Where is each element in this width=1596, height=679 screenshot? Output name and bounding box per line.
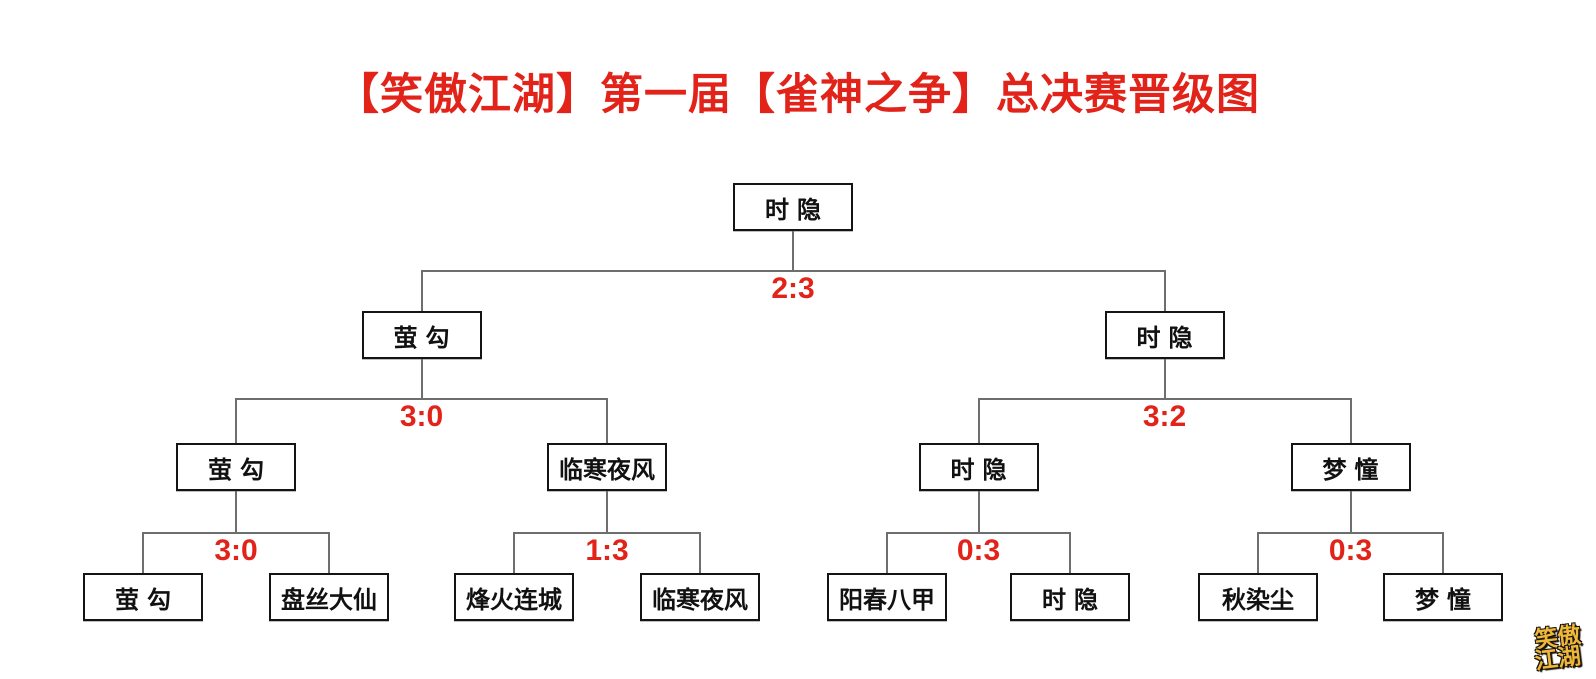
match-score: 3:0: [399, 400, 444, 433]
team-box: 阳春八甲: [827, 573, 947, 621]
connector-line: [235, 491, 237, 532]
connector-line: [513, 532, 515, 573]
connector-line: [606, 398, 608, 443]
connector-line: [143, 532, 329, 534]
connector-line: [886, 532, 888, 573]
team-box: 临寒夜风: [640, 573, 760, 621]
connector-line: [977, 398, 980, 443]
team-box: 烽火连城: [454, 573, 574, 621]
connector-line: [977, 491, 980, 532]
match-score: 1:3: [585, 534, 629, 567]
connector-line: [328, 532, 330, 573]
team-box: 萤勾: [83, 573, 203, 621]
connector-line: [421, 270, 1165, 272]
champion-box: 时隐: [733, 183, 853, 231]
page-title: 【笑傲江湖】第一届【雀神之争】总决赛晋级图: [336, 71, 1260, 119]
connector-line: [420, 359, 423, 398]
connector-line: [514, 532, 700, 534]
connector-line: [1257, 532, 1259, 573]
connector-line: [1258, 532, 1443, 534]
team-box: 时隐: [1010, 573, 1130, 621]
match-score: 3:2: [1142, 400, 1187, 433]
team-box: 盘丝大仙: [269, 573, 389, 621]
match-score: 0:3: [1328, 534, 1373, 567]
connector-line: [420, 270, 423, 311]
connector-line: [978, 398, 1351, 400]
connector-line: [1163, 359, 1166, 398]
connector-line: [142, 532, 144, 573]
connector-line: [792, 231, 794, 270]
semifinal-winner-box: 萤勾: [361, 311, 482, 359]
connector-line: [1349, 398, 1352, 443]
quarterfinal-winner-box: 萤勾: [176, 443, 296, 491]
connector-line: [606, 491, 608, 532]
team-box: 梦憧: [1383, 573, 1503, 621]
quarterfinal-winner-box: 梦憧: [1290, 443, 1411, 491]
connector-line: [1442, 532, 1444, 573]
quarterfinal-winner-box: 临寒夜风: [547, 443, 667, 491]
brand-logo: 笑傲 江湖: [1533, 621, 1585, 674]
connector-line: [887, 532, 1070, 534]
match-score: 0:3: [956, 534, 1001, 567]
team-box: 秋染尘: [1198, 573, 1318, 621]
quarterfinal-winner-box: 时隐: [918, 443, 1039, 491]
connector-line: [699, 532, 701, 573]
connector-line: [236, 398, 607, 400]
brand-logo-line2: 江湖: [1533, 642, 1583, 674]
match-score: 3:0: [214, 534, 258, 567]
connector-line: [1163, 270, 1166, 311]
match-score: 2:3: [771, 272, 815, 305]
connector-line: [1069, 532, 1071, 573]
semifinal-winner-box: 时隐: [1104, 311, 1225, 359]
connector-line: [1349, 491, 1352, 532]
connector-line: [235, 398, 237, 443]
